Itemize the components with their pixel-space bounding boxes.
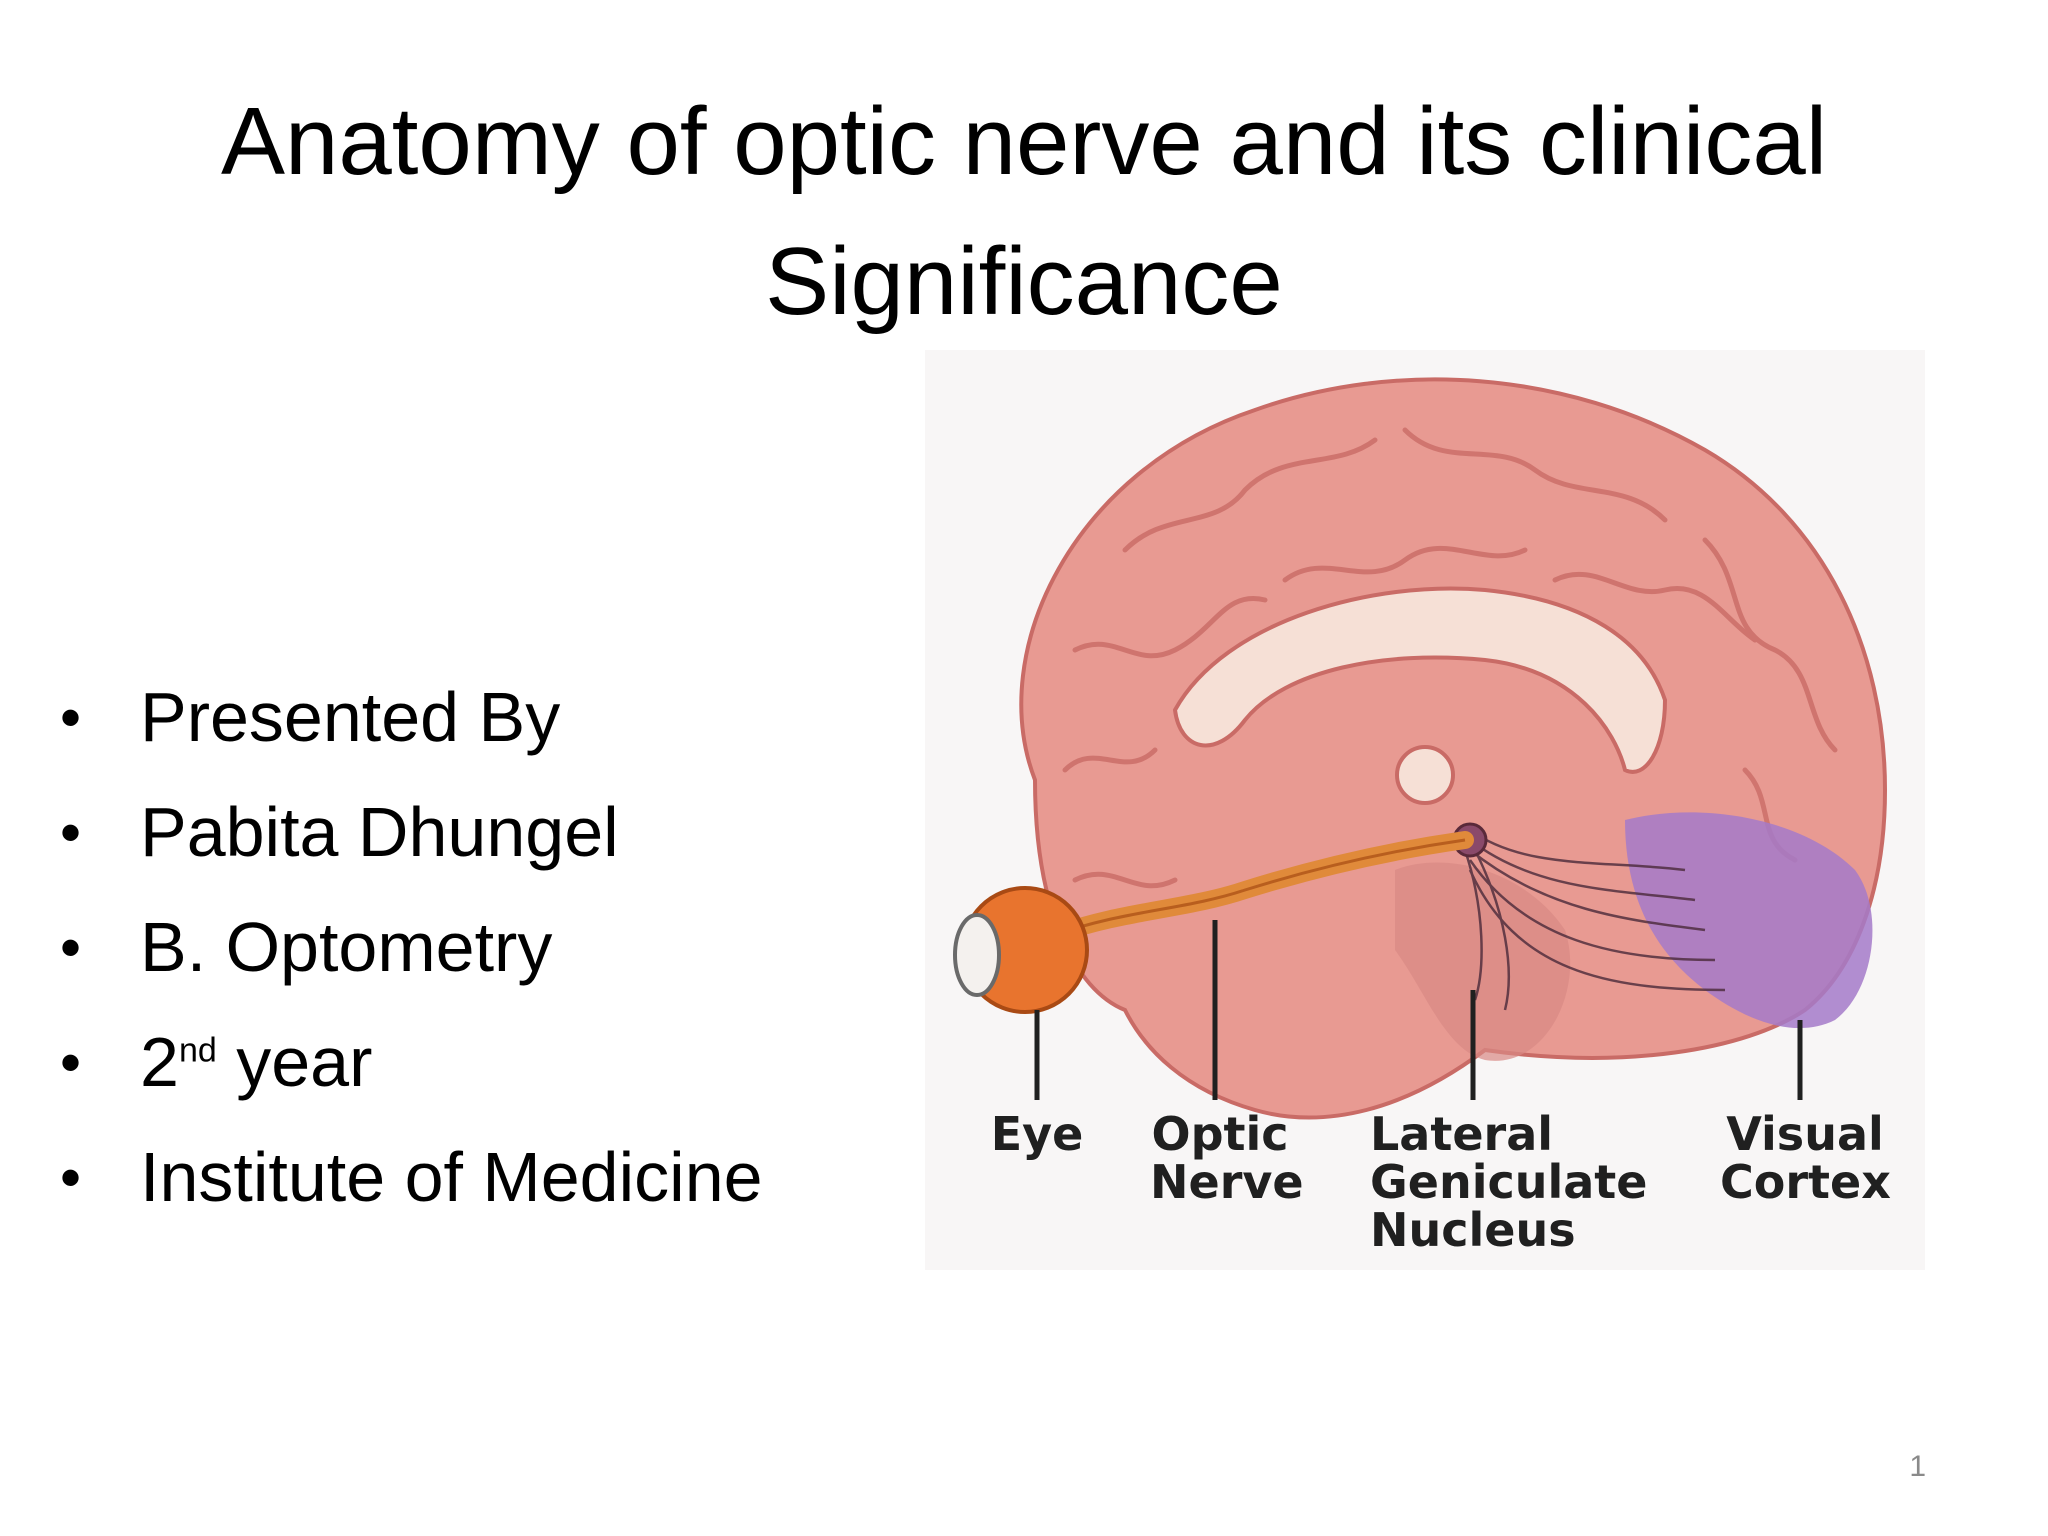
bullet-text: Pabita Dhungel xyxy=(140,793,619,871)
bullet-text: Presented By xyxy=(140,678,561,756)
brain-illustration xyxy=(953,377,1888,1120)
bullet-icon: • xyxy=(60,914,82,981)
label-eye: Eye xyxy=(990,1107,1084,1161)
bullet-item-year: • 2nd year xyxy=(60,1005,763,1120)
bullet-icon: • xyxy=(60,1144,82,1211)
bullet-text-rest: year xyxy=(216,1023,373,1101)
thalamus xyxy=(1395,745,1455,805)
bullet-item-institute: • Institute of Medicine xyxy=(60,1120,763,1235)
bullet-item-name: • Pabita Dhungel xyxy=(60,775,763,890)
optic-radiations xyxy=(1463,828,1726,1011)
bullet-item-program: • B. Optometry xyxy=(60,890,763,1005)
label-visual-cortex: Visual Cortex xyxy=(1720,1107,1891,1209)
bullet-icon: • xyxy=(60,799,82,866)
corpus-callosum xyxy=(1172,586,1668,774)
gyri-lines xyxy=(1062,427,1838,889)
cornea xyxy=(953,913,1001,997)
label-optic-nerve: Optic Nerve xyxy=(1150,1107,1304,1209)
bullet-text-main: 2 xyxy=(140,1023,179,1101)
label-pointers xyxy=(1034,920,1803,1100)
title-line-2: Significance xyxy=(765,228,1283,335)
label-lateral-geniculate-nucleus: Lateral Geniculate Nucleus xyxy=(1370,1107,1648,1257)
page-number: 1 xyxy=(1909,1450,1926,1483)
brain-optic-pathway-figure: Eye Optic Nerve Lateral Geniculate Nucle… xyxy=(925,350,1925,1270)
bullet-list: • Presented By • Pabita Dhungel • B. Opt… xyxy=(60,660,763,1235)
bullet-text: B. Optometry xyxy=(140,908,553,986)
bullet-icon: • xyxy=(60,684,82,751)
slide-title: Anatomy of optic nerve and its clinical … xyxy=(60,72,1988,352)
visual-cortex xyxy=(1625,812,1873,1029)
bullet-superscript: nd xyxy=(178,1031,217,1070)
bullet-icon: • xyxy=(60,1029,82,1096)
bullet-item-presented-by: • Presented By xyxy=(60,660,763,775)
bullet-text: Institute of Medicine xyxy=(140,1138,763,1216)
title-line-1: Anatomy of optic nerve and its clinical xyxy=(220,88,1828,195)
